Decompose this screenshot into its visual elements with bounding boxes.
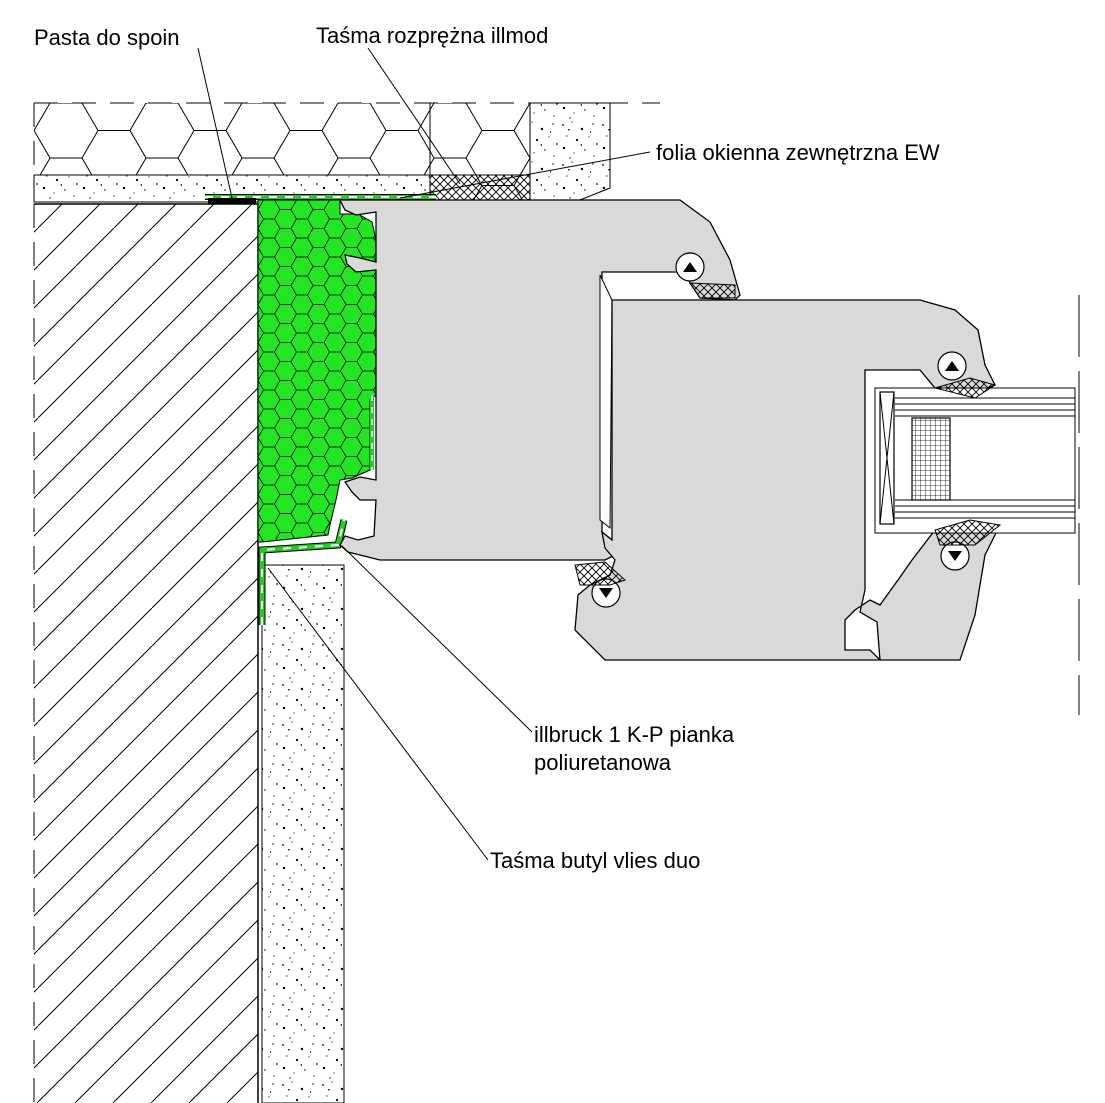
joint-paste <box>208 198 256 204</box>
reveal-plaster-top <box>529 102 611 201</box>
expansion-tape-block <box>429 103 531 201</box>
thermal-insulation-layer <box>33 102 660 175</box>
interior-plaster-column <box>261 564 345 1103</box>
leader-expansion-tape <box>367 47 461 185</box>
masonry-wall <box>33 203 259 1103</box>
label-butyl-tape: Taśma butyl vlies duo <box>490 848 700 873</box>
butyl-tape <box>258 395 374 625</box>
label-window-foil: folia okienna zewnętrzna EW <box>656 140 940 165</box>
label-joint-paste: Pasta do spoin <box>34 25 180 50</box>
leader-lines <box>197 47 651 861</box>
pu-foam-fill <box>257 199 377 543</box>
leader-window-foil <box>399 151 651 199</box>
leader-butyl <box>267 567 489 861</box>
frame-gasket-bottom <box>574 561 626 608</box>
leader-paste <box>197 47 233 199</box>
label-expansion-tape: Taśma rozprężna illmod <box>316 23 548 48</box>
sash-gasket-bottom <box>934 519 1002 571</box>
sash-gasket-top <box>933 351 997 399</box>
label-pu-foam-line2: poliuretanowa <box>534 750 672 775</box>
glazing-unit <box>874 387 1076 534</box>
label-pu-foam-line1: illbruck 1 K-P pianka <box>534 722 735 747</box>
leader-foam <box>341 545 533 733</box>
frame-gasket-top <box>675 252 736 299</box>
